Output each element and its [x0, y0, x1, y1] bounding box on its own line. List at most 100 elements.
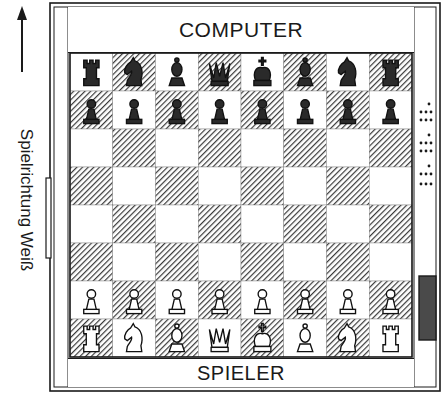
- board-square: [70, 167, 113, 205]
- board-square: [156, 281, 199, 319]
- chess-piece: [209, 63, 229, 86]
- indicator-dot: [430, 150, 433, 153]
- chess-piece: [255, 100, 270, 124]
- indicator-dot: [420, 150, 423, 153]
- board-square: [113, 205, 156, 243]
- chess-piece: [254, 324, 271, 352]
- chess-piece: [84, 326, 99, 352]
- board-square: [198, 53, 241, 91]
- indicator-dot: [430, 173, 433, 176]
- band-title: COMPUTER: [179, 18, 303, 42]
- board-square: [113, 91, 156, 129]
- chess-piece: [255, 290, 270, 314]
- board-square: [369, 243, 412, 281]
- chess-piece: [297, 58, 312, 86]
- indicator-dot: [430, 119, 433, 122]
- board-square: [327, 167, 370, 205]
- chess-piece: [84, 290, 99, 314]
- indicator-dot: [428, 103, 431, 106]
- board-square: [156, 91, 199, 129]
- indicator-dot: [430, 142, 433, 145]
- chess-piece: [169, 324, 184, 352]
- indicator-dot: [425, 119, 428, 122]
- indicator-dot: [420, 173, 423, 176]
- board-square: [156, 319, 199, 357]
- board-square: [369, 319, 412, 357]
- board-square: [241, 129, 284, 167]
- board-square: [198, 319, 241, 357]
- chess-piece: [212, 290, 227, 314]
- direction-label: Spielrichtung Weiß: [16, 129, 36, 271]
- board-square: [241, 205, 284, 243]
- board-square: [113, 53, 156, 91]
- band-title: SPIELER: [197, 362, 285, 385]
- board-square: [327, 129, 370, 167]
- chess-piece: [383, 326, 398, 352]
- board-square: [113, 281, 156, 319]
- board-square: [156, 243, 199, 281]
- board-square: [327, 243, 370, 281]
- board-square: [241, 53, 284, 91]
- board-square: [284, 281, 327, 319]
- board-square: [198, 91, 241, 129]
- board-square: [70, 319, 113, 357]
- chess-piece: [340, 100, 355, 124]
- indicator-dot: [420, 142, 423, 145]
- board-square: [70, 281, 113, 319]
- side-tab: [46, 178, 51, 258]
- board-square: [369, 205, 412, 243]
- board-square: [156, 205, 199, 243]
- board-square: [284, 167, 327, 205]
- board-square: [113, 167, 156, 205]
- indicator-dot: [420, 183, 423, 186]
- chess-piece: [169, 100, 184, 124]
- player-band: SPIELER: [68, 358, 414, 387]
- indicator-dot: [430, 183, 433, 186]
- board-square: [369, 167, 412, 205]
- board-square: [241, 319, 284, 357]
- board-square: [70, 53, 113, 91]
- chess-piece: [338, 324, 355, 352]
- frame-line: [414, 7, 415, 387]
- frame-line: [68, 7, 69, 387]
- board-square: [327, 281, 370, 319]
- chess-piece: [125, 324, 142, 352]
- board-square: [113, 129, 156, 167]
- board-square: [327, 53, 370, 91]
- chess-piece: [126, 290, 141, 314]
- indicator-dot: [425, 142, 428, 145]
- board-square: [284, 53, 327, 91]
- board-square: [284, 243, 327, 281]
- chess-piece: [297, 290, 312, 314]
- board-square: [327, 319, 370, 357]
- indicator-dot: [425, 150, 428, 153]
- chess-piece: [84, 100, 99, 124]
- chess-piece: [169, 58, 184, 86]
- chess-piece: [126, 100, 141, 124]
- computer-band: COMPUTER: [68, 7, 414, 53]
- board-square: [284, 205, 327, 243]
- board-square: [327, 91, 370, 129]
- chess-piece: [383, 290, 398, 314]
- display-window: [419, 276, 436, 340]
- indicator-dot: [420, 111, 423, 114]
- board-square: [198, 129, 241, 167]
- chess-piece: [209, 329, 229, 352]
- board-square: [70, 205, 113, 243]
- board-square: [113, 243, 156, 281]
- board-square: [198, 167, 241, 205]
- board-square: [70, 129, 113, 167]
- board-square: [369, 53, 412, 91]
- board-square: [70, 243, 113, 281]
- board-square: [369, 281, 412, 319]
- control-panel: [420, 103, 433, 186]
- chess-piece: [297, 324, 312, 352]
- board-square: [241, 243, 284, 281]
- housing-inner: [54, 7, 436, 387]
- board-square: [198, 243, 241, 281]
- board-square: [327, 205, 370, 243]
- chess-board: [70, 53, 412, 357]
- board-square: [156, 129, 199, 167]
- board-square: [198, 281, 241, 319]
